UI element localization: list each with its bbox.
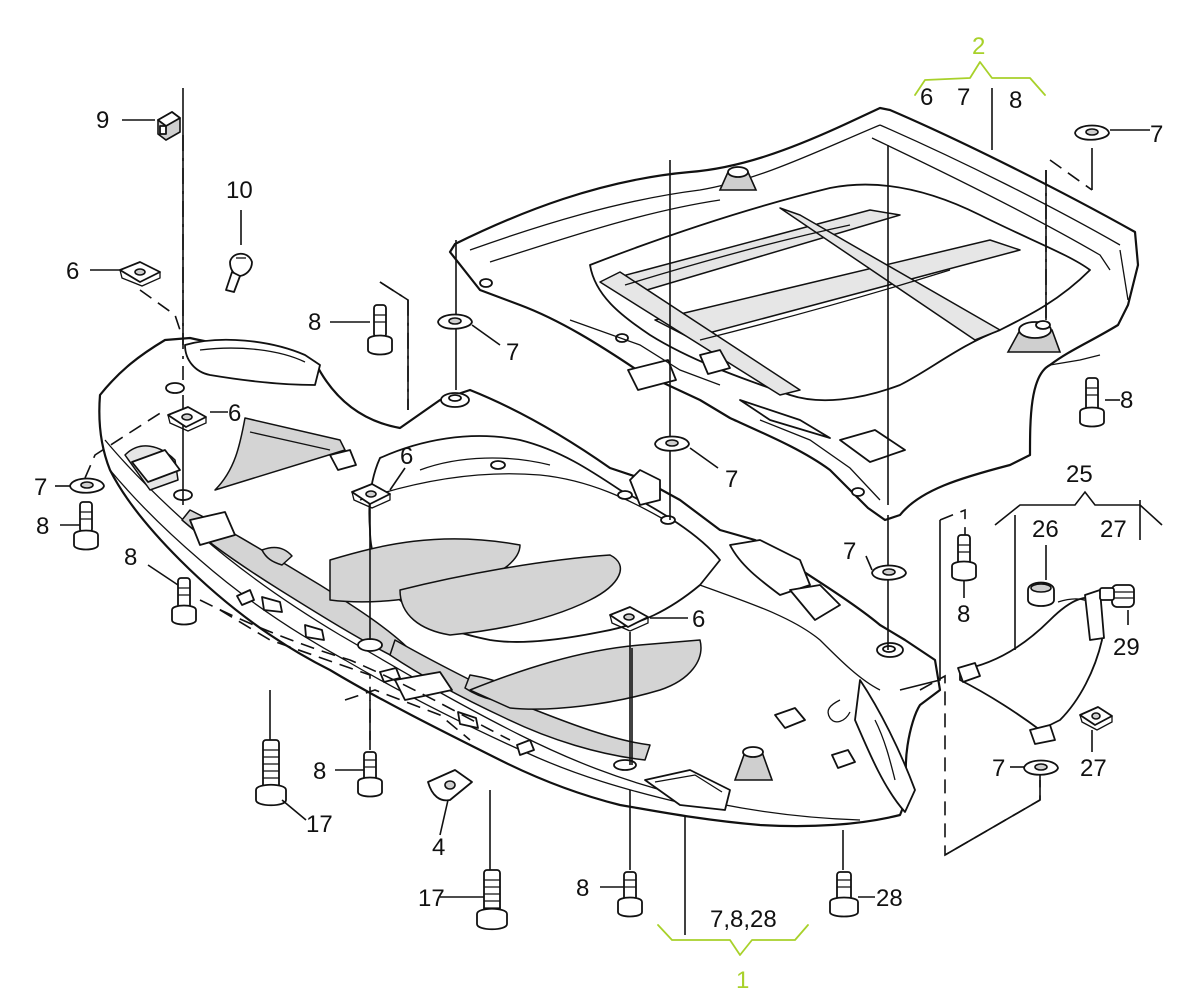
leader-lines [55,88,1163,898]
group-25-item-27: 27 [1100,516,1127,543]
label-6-d: 6 [692,606,705,633]
washer-7-icon-e [1074,124,1110,141]
group-25-item-26: 26 [1032,516,1059,543]
label-10: 10 [226,177,253,204]
label-27-b: 27 [1080,755,1107,782]
label-17-b: 17 [418,885,445,912]
label-8-a: 8 [308,309,321,336]
speed-nut-6-icon-a [119,261,161,287]
bolt-28-icon [829,871,859,918]
label-7-e: 7 [1150,121,1163,148]
label-17-a: 17 [306,811,333,838]
washer-7-icon-f [1023,759,1059,776]
label-8-b: 8 [36,513,49,540]
group-2-item-8: 8 [1009,87,1022,114]
bolt-8-icon-g [617,871,643,918]
speed-nut-6-icon-b [167,406,207,432]
bolt-8-icon-d [1079,377,1105,428]
bolt-17-icon-b [476,869,508,931]
washer-7-icon-b [69,477,105,494]
screw-29-icon [1099,584,1135,608]
group-2-number: 2 [972,33,985,60]
push-rivet-10-icon [225,252,253,293]
group-2-item-7: 7 [957,84,970,111]
washer-7-icon-d [871,564,907,581]
bolt-17-icon-a [255,739,287,807]
grommet-26-icon [1027,581,1055,607]
label-9: 9 [96,107,109,134]
label-7-d: 7 [843,538,856,565]
bolt-8-icon-c [171,577,197,626]
label-8-c: 8 [124,544,137,571]
group-brackets [657,61,1046,956]
clip-9-icon [157,111,181,141]
label-8-d: 8 [1120,387,1133,414]
washer-7-icon-a [437,313,473,330]
label-8-f: 8 [313,758,326,785]
bolt-8-icon-b [73,501,99,551]
speed-nut-6-icon-c [351,483,391,509]
label-29: 29 [1113,634,1140,661]
label-6-b: 6 [228,400,241,427]
label-7-b: 7 [34,474,47,501]
clip-nut-4-icon [427,769,473,802]
speed-nut-27-icon [1079,706,1113,731]
washer-7-icon-c [654,435,690,452]
label-7-c: 7 [725,466,738,493]
group-1-items: 7,8,28 [710,906,777,933]
label-8-g: 8 [576,875,589,902]
speed-nut-6-icon-d [609,606,649,632]
group-25-number: 25 [1066,461,1093,488]
label-28: 28 [876,885,903,912]
group-2-item-6: 6 [920,84,933,111]
group-2-bracket [914,61,1046,96]
fastener-parts [69,111,1135,931]
front-underbody-shield [98,336,942,828]
label-6-a: 6 [66,258,79,285]
group-1-bracket [657,924,809,956]
bolt-8-icon-a [367,304,393,356]
callout-labels: 9 10 6 6 6 6 8 8 8 8 8 8 8 7 7 7 7 7 7 1… [34,33,1163,994]
label-7-f: 7 [992,755,1005,782]
group-1-number: 1 [736,967,749,994]
side-bracket-assembly [957,589,1105,745]
bolt-8-icon-f [357,751,383,798]
rear-underbody-panel [448,106,1140,522]
label-7-a: 7 [506,339,519,366]
label-8-e: 8 [957,601,970,628]
label-4: 4 [432,834,445,861]
bolt-8-icon-e [951,534,977,582]
label-6-c: 6 [400,443,413,470]
